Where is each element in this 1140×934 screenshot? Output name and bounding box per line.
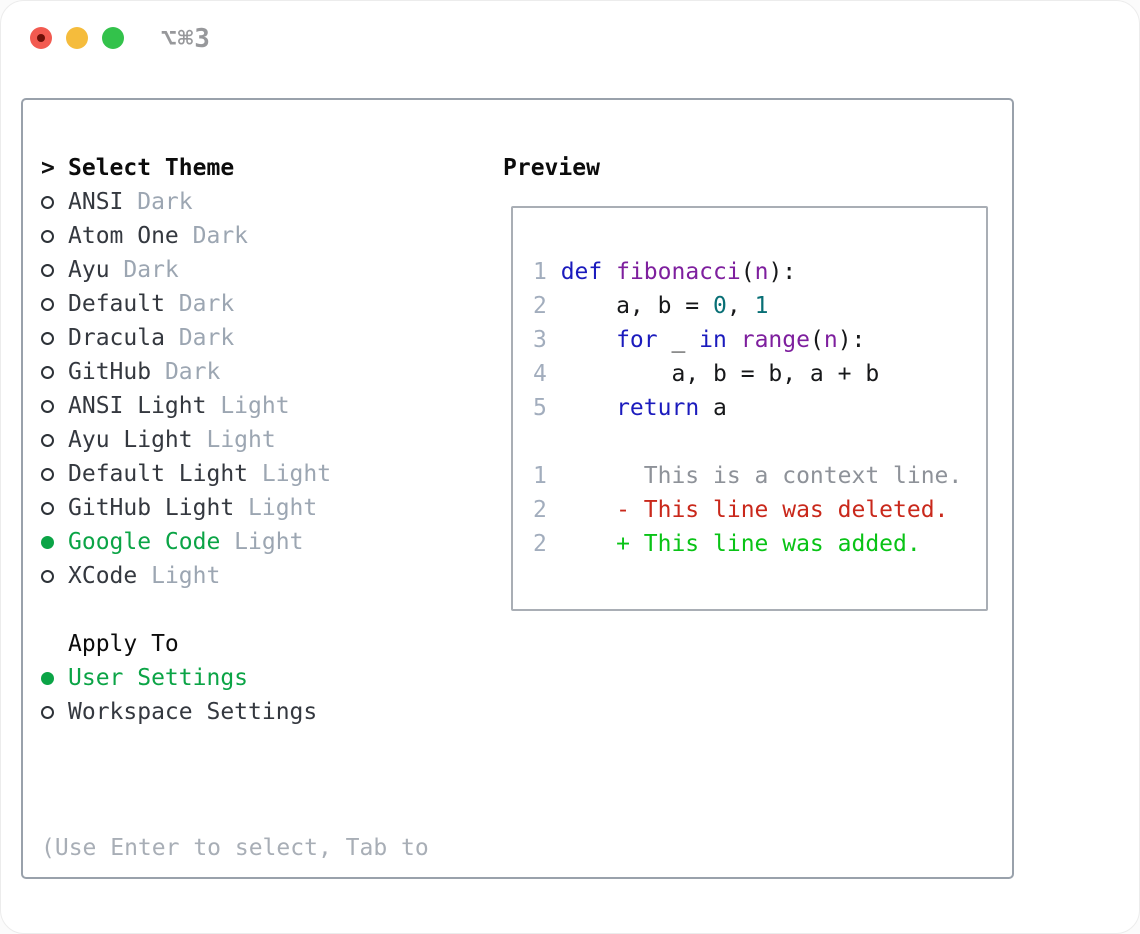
radio-icon <box>41 501 68 515</box>
theme-option-google-code[interactable]: Google Code Light <box>41 525 429 559</box>
theme-variant: Light <box>192 427 276 453</box>
theme-name: Google Code <box>68 529 221 555</box>
preview-line: 1 This is a context line. <box>533 463 963 489</box>
theme-name: GitHub <box>68 359 152 385</box>
theme-option-github[interactable]: GitHub Dark <box>41 355 429 389</box>
theme-name: Dracula <box>68 325 165 351</box>
apply-to-header: Apply To <box>41 627 429 661</box>
close-button[interactable] <box>30 27 52 49</box>
apply-option-label: User Settings <box>68 665 249 691</box>
radio-icon <box>41 331 68 345</box>
theme-variant: Dark <box>151 359 221 385</box>
preview-line: 2 + This line was added. <box>533 531 921 557</box>
window-title: ⌥⌘3 <box>161 24 211 54</box>
radio-icon <box>41 399 68 413</box>
cursor-icon: > <box>41 155 55 181</box>
spacer <box>41 593 429 627</box>
theme-option-xcode[interactable]: XCode Light <box>41 559 429 593</box>
theme-name: Ayu Light <box>68 427 193 453</box>
radio-icon <box>41 467 68 481</box>
minimize-button[interactable] <box>66 27 88 49</box>
theme-variant: Light <box>137 563 221 589</box>
theme-variant: Dark <box>164 291 235 317</box>
radio-icon <box>41 263 68 277</box>
theme-variant: Light <box>206 393 290 419</box>
help-line-1: (Use Enter to select, Tab to <box>41 835 429 861</box>
radio-icon <box>41 671 68 685</box>
radio-icon <box>41 535 68 549</box>
theme-variant: Light <box>220 529 304 555</box>
spacer <box>41 729 429 763</box>
theme-name: Atom One <box>68 223 179 249</box>
radio-icon <box>41 433 68 447</box>
theme-option-default-light[interactable]: Default Light Light <box>41 457 429 491</box>
theme-variant: Dark <box>178 223 249 249</box>
preview-line: 2 - This line was deleted. <box>533 497 949 523</box>
apply-option-user-settings[interactable]: User Settings <box>41 661 429 695</box>
theme-variant: Dark <box>123 189 193 215</box>
theme-option-ayu-light[interactable]: Ayu Light Light <box>41 423 429 457</box>
close-dot-icon <box>37 34 45 42</box>
theme-option-ansi[interactable]: ANSI Dark <box>41 185 429 219</box>
preview-label: Preview <box>503 155 600 181</box>
theme-option-default[interactable]: Default Dark <box>41 287 429 321</box>
select-theme-header: > Select Theme <box>41 151 429 185</box>
preview-line <box>533 425 986 459</box>
preview-line: 2 a, b = 0, 1 <box>533 293 769 319</box>
radio-icon <box>41 705 68 719</box>
preview-line: 4 a, b = b, a + b <box>533 361 880 387</box>
apply-option-label: Workspace Settings <box>68 699 318 725</box>
theme-name: Default <box>68 291 165 317</box>
radio-icon <box>41 569 68 583</box>
apply-option-workspace-settings[interactable]: Workspace Settings <box>41 695 429 729</box>
theme-option-ansi-light[interactable]: ANSI Light Light <box>41 389 429 423</box>
theme-option-ayu[interactable]: Ayu Dark <box>41 253 429 287</box>
theme-variant: Dark <box>164 325 235 351</box>
radio-icon <box>41 297 68 311</box>
radio-icon <box>41 229 68 243</box>
theme-name: XCode <box>68 563 138 589</box>
help-text: (Use Enter to select, Tab to change focu… <box>41 763 429 933</box>
theme-name: ANSI Light <box>68 393 207 419</box>
theme-option-github-light[interactable]: GitHub Light Light <box>41 491 429 525</box>
theme-variant: Light <box>248 461 332 487</box>
preview-line: 5 return a <box>533 395 727 421</box>
theme-option-dracula[interactable]: Dracula Dark <box>41 321 429 355</box>
apply-to-label: Apply To <box>68 631 179 657</box>
theme-name: Default Light <box>68 461 249 487</box>
theme-name: Ayu <box>68 257 110 283</box>
radio-icon <box>41 365 68 379</box>
theme-name: GitHub Light <box>68 495 235 521</box>
titlebar: ⌥⌘3 <box>1 1 1139 71</box>
zoom-button[interactable] <box>102 27 124 49</box>
theme-name: ANSI <box>68 189 124 215</box>
radio-icon <box>41 195 68 209</box>
select-theme-label: Select Theme <box>68 155 235 181</box>
theme-variant: Dark <box>109 257 179 283</box>
theme-option-atom-one[interactable]: Atom One Dark <box>41 219 429 253</box>
theme-variant: Light <box>234 495 318 521</box>
preview-line: 3 for _ in range(n): <box>533 327 866 353</box>
